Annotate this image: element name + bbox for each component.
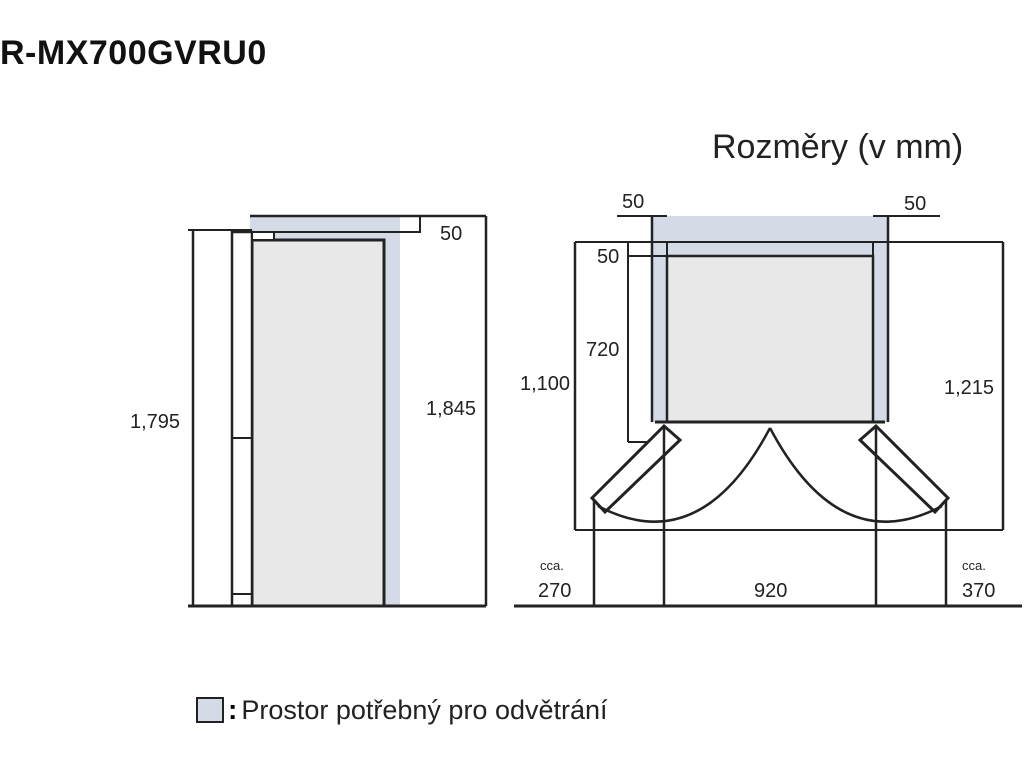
top-back-gap-label: 50 — [597, 246, 619, 268]
side-height-total: 1,845 — [426, 398, 476, 420]
top-gap-right-label: 50 — [904, 193, 926, 215]
top-left-swing-arc — [597, 427, 772, 523]
top-width-label: 920 — [754, 580, 787, 602]
model-title: R-MX700GVRU0 — [0, 34, 267, 72]
dimensions-heading: Rozměry (v mm) — [712, 128, 964, 166]
side-hinge — [251, 231, 275, 241]
top-door-left-prefix: cca. — [540, 558, 564, 573]
top-door-right-prefix: cca. — [962, 558, 986, 573]
top-depth-label: 720 — [586, 339, 619, 361]
top-left-door — [589, 423, 683, 515]
side-top-clearance: 50 — [440, 223, 462, 245]
top-right-door — [857, 423, 951, 515]
side-view: 1,795 1,845 50 — [130, 214, 488, 608]
top-gap-left-label: 50 — [622, 191, 644, 213]
side-fridge-body — [250, 238, 386, 608]
side-height-body: 1,795 — [130, 411, 180, 433]
side-door-profile — [230, 230, 254, 608]
side-top-leader — [274, 215, 421, 233]
top-view: 50 50 50 720 1,100 1,215 cca. 270 920 cc… — [514, 191, 1022, 608]
top-door-right-label: 370 — [962, 580, 995, 602]
top-door-left-label: 270 — [538, 580, 571, 602]
top-depth-open-label: 1,100 — [520, 373, 570, 395]
ventilation-swatch — [196, 697, 224, 723]
top-depth-total-label: 1,215 — [944, 377, 994, 399]
legend-text: Prostor potřebný pro odvětrání — [241, 694, 608, 725]
top-right-swing-arc — [768, 427, 943, 523]
legend: : Prostor potřebný pro odvětrání — [196, 694, 608, 726]
top-fridge-body — [665, 254, 875, 424]
legend-colon: : — [228, 694, 238, 725]
